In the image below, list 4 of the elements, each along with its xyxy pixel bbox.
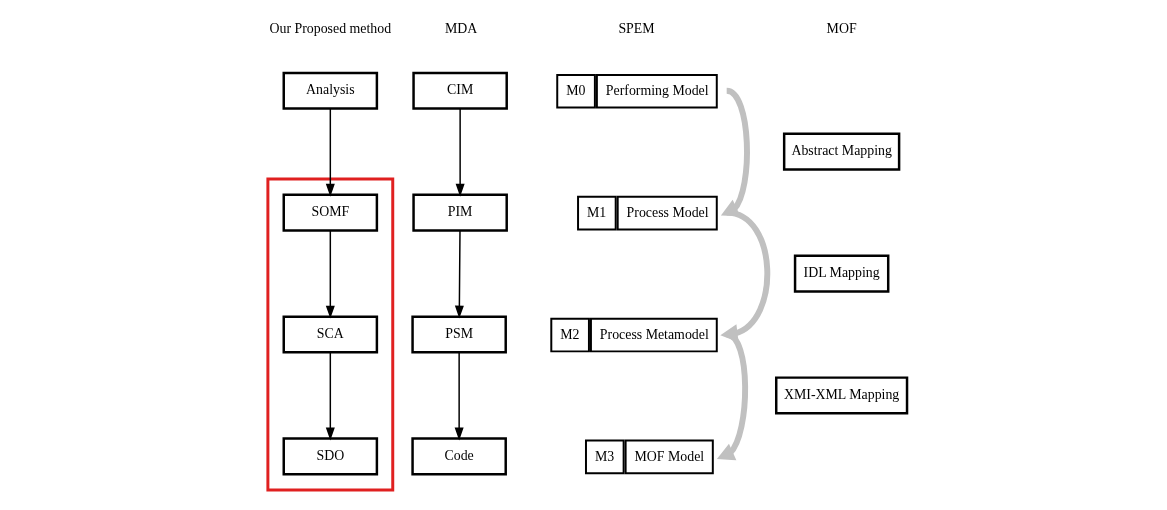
label: MOF <box>826 21 857 37</box>
label: Our Proposed method <box>269 21 392 37</box>
label: MDA <box>444 21 478 37</box>
label: SPEM <box>618 21 655 37</box>
